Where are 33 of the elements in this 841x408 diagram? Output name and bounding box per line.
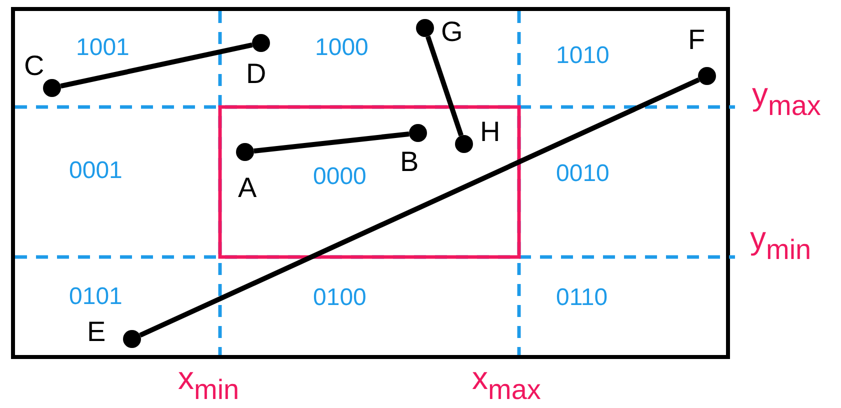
point-label: E (87, 318, 106, 346)
line-segment (254, 132, 410, 154)
region-code: 0000 (313, 165, 366, 189)
endpoint-dot (698, 67, 716, 85)
point-label: C (24, 52, 44, 80)
boundary-label: x$_{max}$ (472, 362, 541, 404)
endpoint-dot (416, 19, 434, 37)
region-code: 0001 (69, 159, 122, 183)
point-label: D (246, 60, 266, 88)
region-code: 0110 (556, 286, 608, 310)
line-segment (139, 77, 700, 338)
point-label: H (480, 118, 500, 146)
region-code: 0010 (556, 162, 610, 186)
endpoint-dot (455, 135, 473, 153)
endpoint-dot (409, 124, 427, 142)
endpoint-dot (43, 79, 61, 97)
region-code: 1000 (315, 36, 368, 60)
region-code: 1001 (76, 36, 130, 60)
boundary-label: x$_{min}$ (178, 362, 240, 404)
endpoint-dot (236, 143, 254, 161)
region-code: 0101 (69, 285, 122, 309)
point-label: G (441, 18, 463, 46)
boundary-label: y$_{max}$ (752, 78, 821, 120)
region-code: 1010 (556, 44, 610, 68)
line-segment (426, 36, 464, 136)
endpoint-dot (123, 330, 141, 348)
point-label: A (238, 174, 257, 202)
endpoint-dot (252, 34, 270, 52)
boundary-label: y$_{min}$ (750, 222, 812, 264)
region-code: 0100 (313, 286, 366, 310)
point-label: F (688, 26, 706, 54)
point-label: B (400, 148, 419, 176)
line-segment (60, 42, 253, 89)
